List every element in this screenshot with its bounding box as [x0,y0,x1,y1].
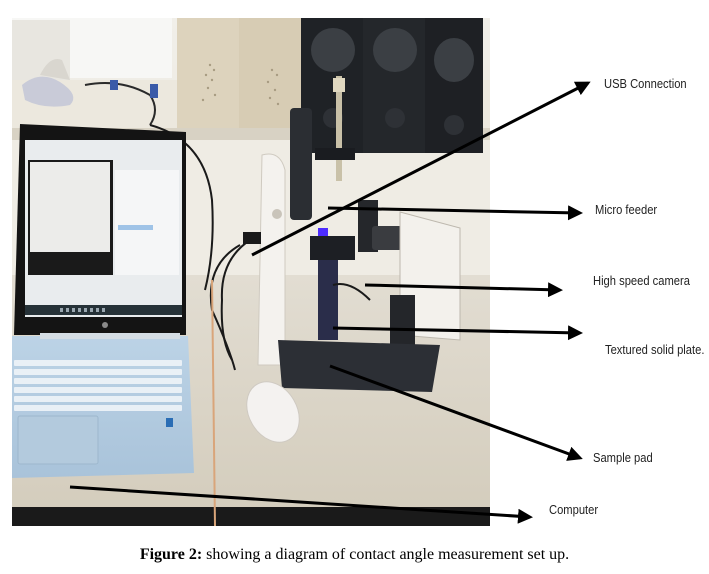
black-towers [301,18,483,153]
annotation-arrows [69,81,591,524]
arrow-camera [364,282,563,298]
beige-towers [177,18,301,128]
laptop [12,124,194,478]
label-textured-solid-plate: Textured solid plate. [605,342,705,357]
keyboard-keys [14,360,182,411]
label-sample-pad: Sample pad [593,450,653,465]
contact-angle-instrument [209,76,461,527]
arrow-pad [329,364,583,461]
label-usb-connection: USB Connection [604,76,687,91]
label-computer: Computer [549,502,599,517]
figure-caption: Figure 2: showing a diagram of contact a… [0,546,709,564]
arrow-feeder [327,205,583,221]
arrow-usb [251,81,591,257]
arrow-computer [69,485,533,524]
arrow-plate [332,325,583,341]
label-high-speed-camera: High speed camera [593,273,690,288]
caption-text: showing a diagram of contact angle measu… [202,546,570,563]
figure-number: Figure 2: [139,546,203,563]
label-micro-feeder: Micro feeder [595,202,658,217]
